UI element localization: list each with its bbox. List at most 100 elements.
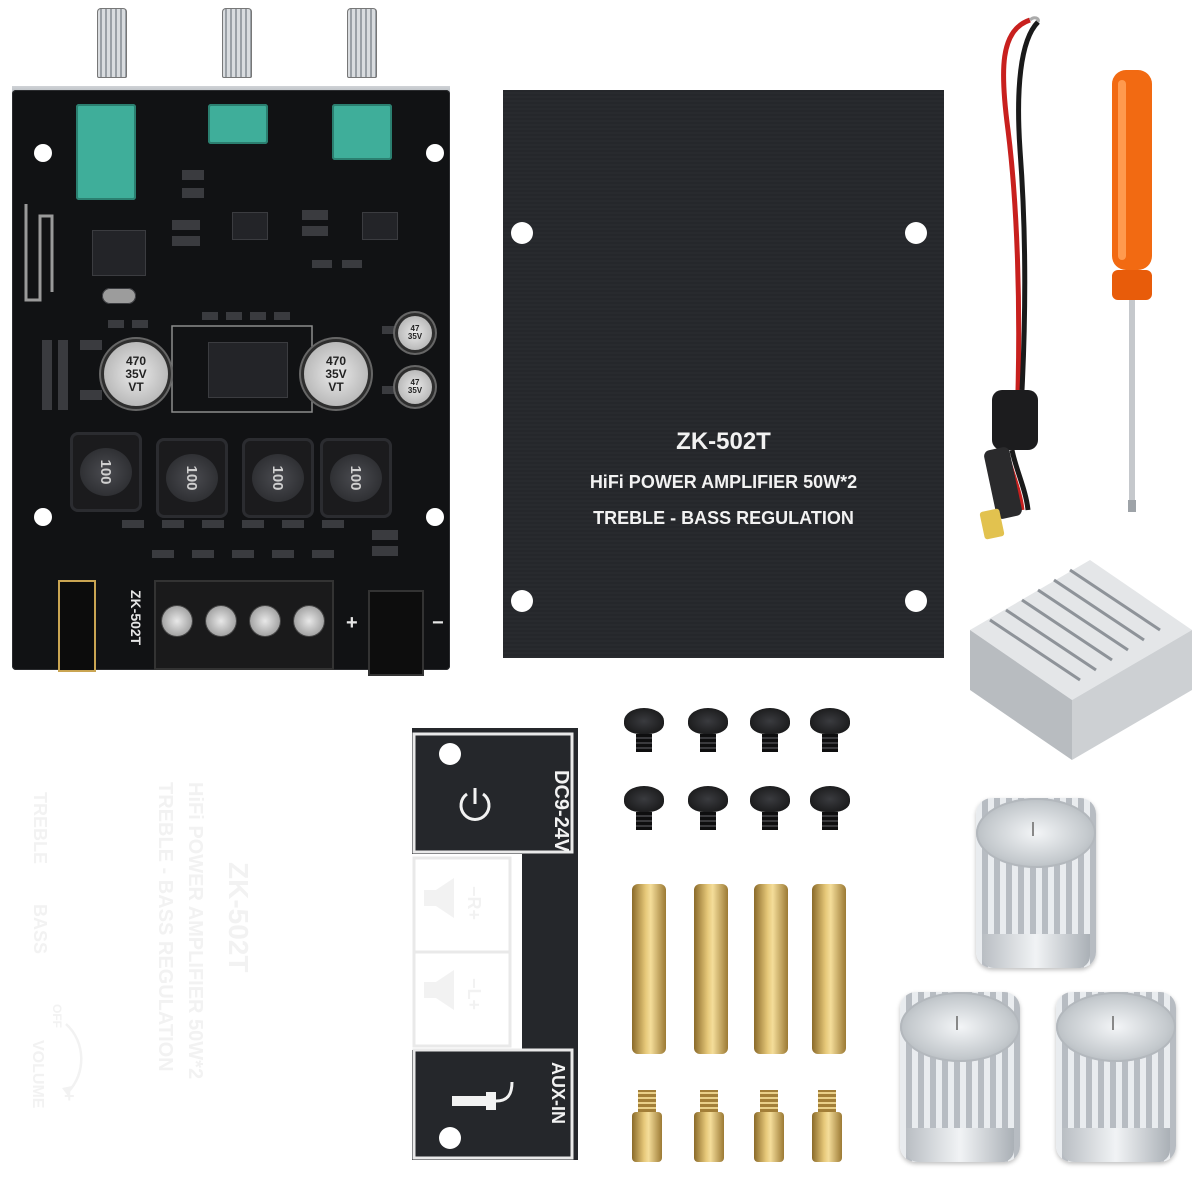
- volume-pot-shaft: [347, 8, 377, 78]
- knob-top: [1056, 992, 1176, 1062]
- brass-standoff: [812, 884, 846, 1054]
- volume-label: VOLUME: [29, 1040, 46, 1109]
- black-screw: [750, 708, 790, 752]
- capacitor-voltage: 35V: [407, 332, 423, 341]
- terminal-screw: [250, 606, 280, 636]
- dc-power-jack: [368, 590, 424, 676]
- knob-base: [982, 934, 1090, 968]
- brass-short-standoff: [694, 1090, 724, 1162]
- black-screw: [624, 708, 664, 752]
- aux-jack: [58, 580, 96, 672]
- antenna-trace: [24, 204, 54, 302]
- capacitor-470uf: 470 35V VT: [104, 342, 168, 406]
- black-screw: [750, 786, 790, 830]
- bottom-panel-subtitle: TREBLE - BASS REGULATION: [154, 782, 176, 1072]
- left-channel-label: −L+: [464, 978, 484, 1011]
- pcb-mount-hole: [34, 144, 52, 162]
- pcb-mount-hole: [426, 508, 444, 526]
- bass-label: BASS: [30, 904, 50, 955]
- aux-plug-icon: [452, 1081, 514, 1110]
- panel-subtitle: HiFi POWER AMPLIFIER 50W*2: [589, 472, 858, 492]
- power-icon: [459, 788, 491, 821]
- brass-short-standoff: [632, 1090, 662, 1162]
- dc-plus-label: +: [346, 612, 358, 634]
- bottom-panel-plate: [10, 728, 578, 1160]
- knob-top: [900, 992, 1020, 1062]
- capacitor-code: VT: [328, 379, 344, 394]
- pcb-model-label: ZK-502T: [128, 590, 144, 646]
- aluminum-knob: [1056, 992, 1176, 1162]
- dc-power-cable: [979, 16, 1040, 540]
- inductor: 100: [70, 432, 142, 512]
- right-channel-label: −R+: [464, 886, 484, 921]
- treble-pot-shaft: [97, 8, 127, 78]
- knob-base: [906, 1128, 1014, 1162]
- speaker-r-icon: [424, 878, 454, 918]
- speaker-l-icon: [424, 970, 454, 1010]
- panel-subtitle: TREBLE - BASS REGULATION: [593, 508, 854, 528]
- capacitor-47uf: 47 35V: [398, 370, 432, 404]
- inductor: 100: [156, 438, 228, 518]
- heatsink: [970, 560, 1192, 760]
- inductor: 100: [320, 438, 392, 518]
- pcb-mount-hole: [426, 144, 444, 162]
- black-screw: [624, 786, 664, 830]
- capacitor-value: 47: [410, 378, 420, 387]
- panel-hole: [905, 590, 927, 612]
- crystal: [102, 288, 136, 304]
- brass-standoff: [694, 884, 728, 1054]
- brass-standoff: [632, 884, 666, 1054]
- bottom-panel-subtitle: HiFi POWER AMPLIFIER 50W*2: [184, 782, 206, 1080]
- panel-hole: [905, 222, 927, 244]
- capacitor-value: 47: [410, 324, 420, 333]
- screw-set: [624, 708, 864, 848]
- knob-indicator: [1112, 1016, 1114, 1030]
- knob-top: [976, 798, 1096, 868]
- bluetooth-chip: [92, 230, 146, 276]
- inductor-label: 100: [252, 454, 304, 502]
- opamp-chip: [232, 212, 268, 240]
- capacitor-voltage: 35V: [125, 366, 147, 381]
- capacitor-470uf: 470 35V VT: [304, 342, 368, 406]
- inductor-label: 100: [80, 448, 132, 496]
- inductor-label: 100: [166, 454, 218, 502]
- dc-minus-label: −: [432, 612, 444, 634]
- knob-indicator: [1032, 822, 1034, 836]
- inductor: 100: [242, 438, 314, 518]
- black-screw: [810, 786, 850, 830]
- panel-hole: [511, 222, 533, 244]
- black-screw: [688, 786, 728, 830]
- capacitor-value: 470: [325, 353, 347, 368]
- capacitor-voltage: 35V: [325, 366, 347, 381]
- smd-components: [42, 170, 402, 558]
- aux-in-label: AUX-IN: [548, 1062, 568, 1124]
- knob-base: [1062, 1128, 1170, 1162]
- brass-short-standoff: [812, 1090, 842, 1162]
- speaker-terminal: [154, 580, 334, 670]
- panel-hole: [511, 590, 533, 612]
- dc-input-label: DC9-24V: [550, 770, 572, 853]
- pcb: 470 35V VT 470 35V VT 47 35V 47 35V 100: [12, 90, 450, 676]
- brass-short-standoff: [754, 1090, 784, 1162]
- brass-standoff: [754, 884, 788, 1054]
- panel-model: ZK-502T: [676, 428, 771, 455]
- knob-indicator: [956, 1016, 958, 1030]
- bass-potentiometer: [208, 104, 268, 144]
- volume-potentiometer: [332, 104, 392, 160]
- screwdriver: [1112, 70, 1152, 512]
- terminal-screw: [294, 606, 324, 636]
- aluminum-knob: [976, 798, 1096, 968]
- terminal-screw: [206, 606, 236, 636]
- volume-plus-label: +: [64, 1086, 75, 1106]
- capacitor-code: VT: [128, 379, 144, 394]
- black-screw: [688, 708, 728, 752]
- black-screw: [810, 708, 850, 752]
- aluminum-knob: [900, 992, 1020, 1162]
- pcb-mount-hole: [34, 508, 52, 526]
- capacitor-47uf: 47 35V: [398, 316, 432, 350]
- top-panel-plate: ZK-502T HiFi POWER AMPLIFIER 50W*2 TREBL…: [503, 90, 944, 658]
- amplifier-board: 470 35V VT 470 35V VT 47 35V 47 35V 100: [0, 0, 460, 690]
- capacitor-value: 470: [125, 353, 147, 368]
- bass-pot-shaft: [222, 8, 252, 78]
